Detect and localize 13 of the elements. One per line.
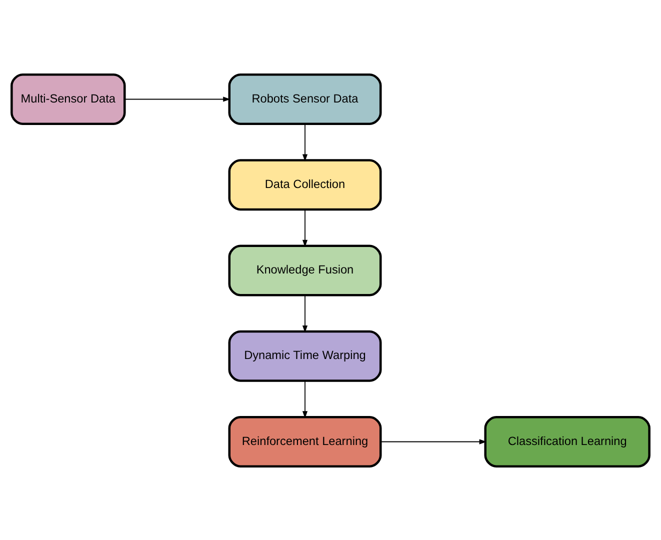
arrow	[302, 294, 308, 332]
node-box: Knowledge Fusion	[228, 244, 382, 296]
node-box: Multi-Sensor Data	[10, 73, 126, 124]
node-box: Classification Learning	[484, 416, 650, 467]
arrow	[380, 438, 487, 444]
arrow	[124, 96, 230, 102]
arrow	[302, 123, 308, 162]
arrow	[302, 208, 308, 247]
arrow	[302, 380, 308, 418]
node-box: Robots Sensor Data	[228, 73, 382, 124]
node-box: Data Collection	[228, 158, 382, 210]
node-box: Reinforcement Learning	[228, 416, 382, 467]
node-box: Dynamic Time Warping	[228, 330, 382, 382]
